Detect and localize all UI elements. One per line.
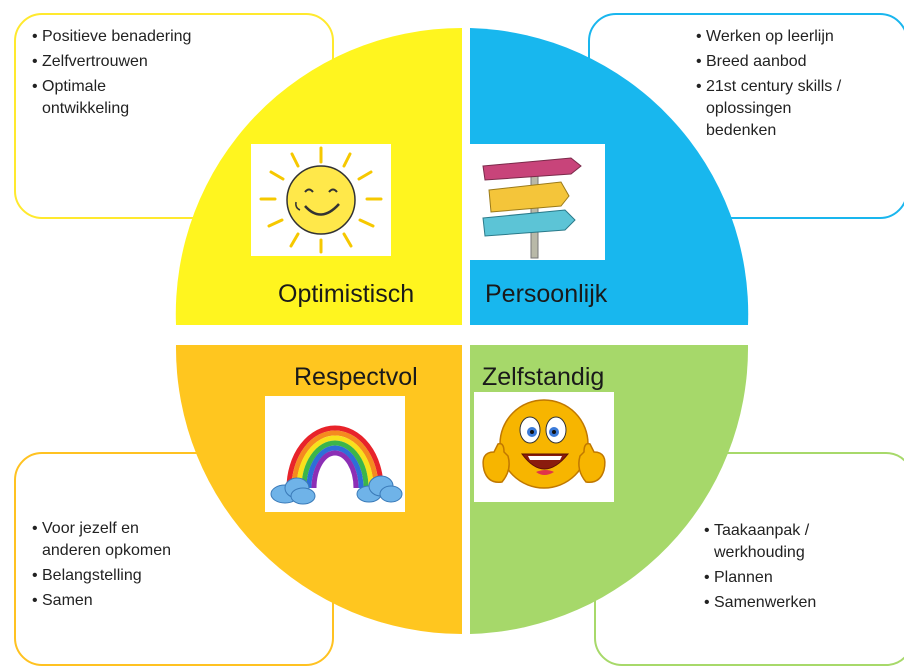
bullet-item: Breed aanbod <box>696 51 896 73</box>
bullet-item: Plannen <box>704 567 894 589</box>
label-respectvol: Respectvol <box>294 363 418 391</box>
bullet-item: Zelfvertrouwen <box>32 51 312 73</box>
rainbow-icon <box>265 396 405 512</box>
zelfstandig-bullets: Taakaanpak / werkhouding Plannen Samenwe… <box>704 520 894 617</box>
label-optimistisch: Optimistisch <box>278 280 415 308</box>
bullet-item: 21st century skills / oplossingen bedenk… <box>696 76 896 142</box>
signpost-icon <box>469 144 605 260</box>
thumbs-up-smiley-icon <box>474 392 614 502</box>
label-persoonlijk: Persoonlijk <box>485 280 608 308</box>
bullet-item: Werken op leerlijn <box>696 26 896 48</box>
persoonlijk-bullets: Werken op leerlijn Breed aanbod 21st cen… <box>696 26 896 145</box>
bullet-item: Positieve benadering <box>32 26 312 48</box>
bullet-item: Samenwerken <box>704 592 894 614</box>
bullet-item: Taakaanpak / werkhouding <box>704 520 894 564</box>
bullet-item: Voor jezelf en anderen opkomen <box>32 518 312 562</box>
sun-icon <box>251 144 391 256</box>
bullet-item: Belangstelling <box>32 565 312 587</box>
bullet-item: Optimale ontwikkeling <box>32 76 312 120</box>
optimistisch-bullets: Positieve benadering Zelfvertrouwen Opti… <box>32 26 312 123</box>
label-zelfstandig: Zelfstandig <box>482 363 605 391</box>
respectvol-bullets: Voor jezelf en anderen opkomen Belangste… <box>32 518 312 615</box>
bullet-item: Samen <box>32 590 312 612</box>
